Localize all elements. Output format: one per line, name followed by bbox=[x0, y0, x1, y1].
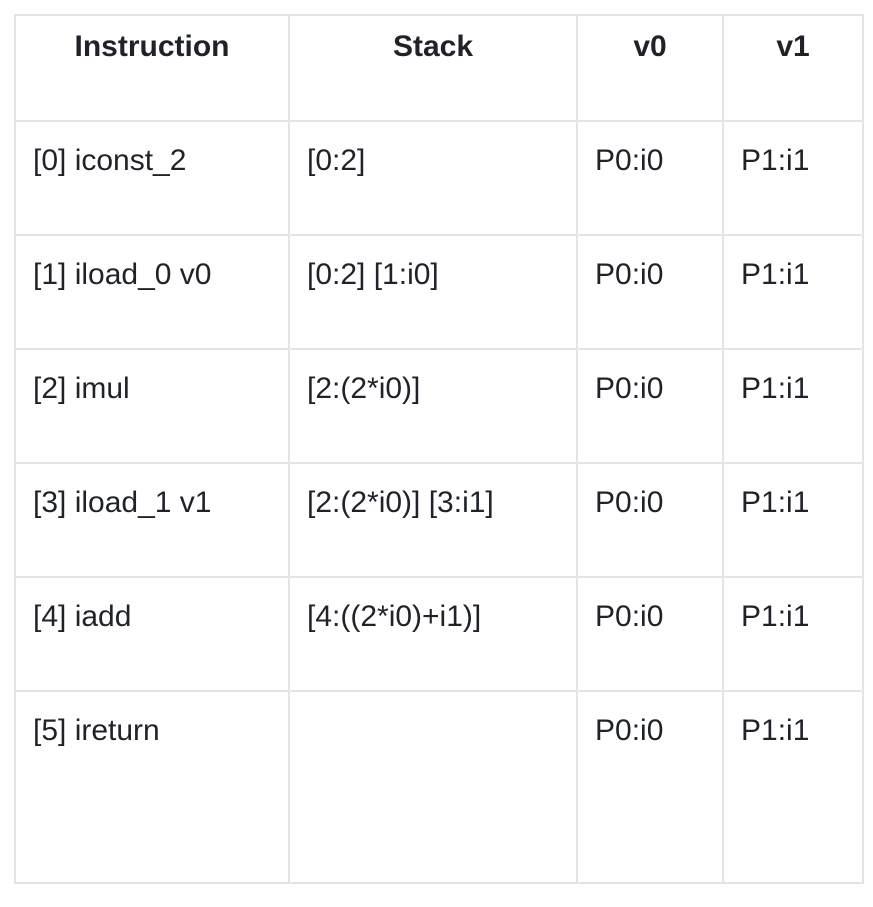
bytecode-trace-table: Instruction Stack v0 v1 [0] iconst_2 [0:… bbox=[14, 14, 864, 884]
table-row: [0] iconst_2 [0:2] P0:i0 P1:i1 bbox=[14, 120, 864, 236]
table-row: [5] ireturn P0:i0 P1:i1 bbox=[14, 690, 864, 884]
cell-stack: [4:((2*i0)+i1)] bbox=[288, 576, 578, 692]
table-row: [1] iload_0 v0 [0:2] [1:i0] P0:i0 P1:i1 bbox=[14, 234, 864, 350]
cell-v1: P1:i1 bbox=[722, 462, 864, 578]
column-header-instruction: Instruction bbox=[14, 14, 290, 122]
cell-stack: [2:(2*i0)] bbox=[288, 348, 578, 464]
header-row: Instruction Stack v0 v1 bbox=[14, 14, 864, 122]
column-header-v0: v0 bbox=[576, 14, 724, 122]
cell-stack: [0:2] bbox=[288, 120, 578, 236]
cell-v1: P1:i1 bbox=[722, 120, 864, 236]
cell-stack: [0:2] [1:i0] bbox=[288, 234, 578, 350]
cell-instruction: [0] iconst_2 bbox=[14, 120, 290, 236]
cell-stack: [2:(2*i0)] [3:i1] bbox=[288, 462, 578, 578]
column-header-v1: v1 bbox=[722, 14, 864, 122]
cell-v1: P1:i1 bbox=[722, 234, 864, 350]
cell-instruction: [2] imul bbox=[14, 348, 290, 464]
column-header-stack: Stack bbox=[288, 14, 578, 122]
cell-v1: P1:i1 bbox=[722, 576, 864, 692]
cell-v1: P1:i1 bbox=[722, 690, 864, 884]
cell-v0: P0:i0 bbox=[576, 462, 724, 578]
cell-instruction: [1] iload_0 v0 bbox=[14, 234, 290, 350]
cell-instruction: [5] ireturn bbox=[14, 690, 290, 884]
table-row: [2] imul [2:(2*i0)] P0:i0 P1:i1 bbox=[14, 348, 864, 464]
cell-v0: P0:i0 bbox=[576, 120, 724, 236]
cell-instruction: [3] iload_1 v1 bbox=[14, 462, 290, 578]
cell-stack bbox=[288, 690, 578, 884]
cell-v0: P0:i0 bbox=[576, 690, 724, 884]
cell-v0: P0:i0 bbox=[576, 234, 724, 350]
cell-instruction: [4] iadd bbox=[14, 576, 290, 692]
cell-v0: P0:i0 bbox=[576, 576, 724, 692]
cell-v0: P0:i0 bbox=[576, 348, 724, 464]
cell-v1: P1:i1 bbox=[722, 348, 864, 464]
table-row: [3] iload_1 v1 [2:(2*i0)] [3:i1] P0:i0 P… bbox=[14, 462, 864, 578]
table-row: [4] iadd [4:((2*i0)+i1)] P0:i0 P1:i1 bbox=[14, 576, 864, 692]
